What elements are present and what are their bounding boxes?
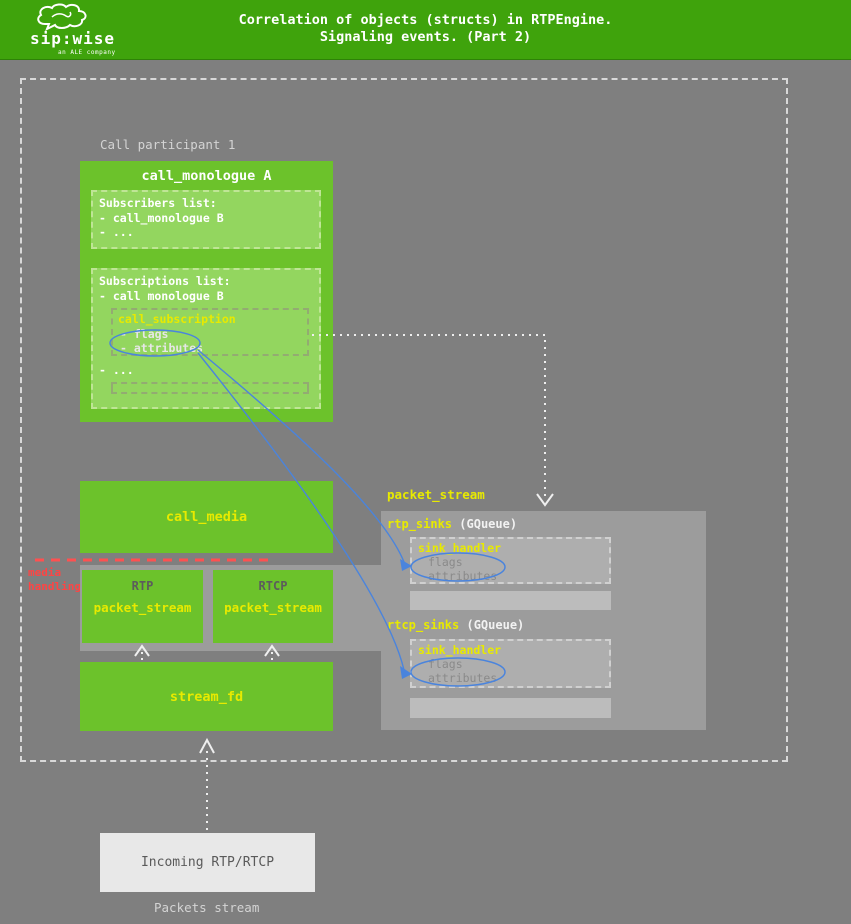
subscriptions-list-box: Subscriptions list: - call monologue B c… bbox=[91, 268, 321, 409]
call-subscription-title: call_subscription bbox=[118, 312, 236, 326]
page-title-line1: Correlation of objects (structs) in RTPE… bbox=[238, 12, 613, 28]
subscription-stub-box bbox=[111, 381, 309, 394]
logo-brand: sip:wise bbox=[30, 29, 116, 48]
call-subscription-box: call_subscription - flags - attributes bbox=[111, 308, 309, 356]
participant-label: Call participant 1 bbox=[100, 137, 236, 152]
call-monologue-title: call_monologue A bbox=[141, 168, 272, 184]
rtcp-packet-stream-box: RTCP packet_stream bbox=[213, 570, 333, 643]
sink-stub-box-rtp bbox=[410, 591, 611, 610]
page-title: Correlation of objects (structs) in RTPE… bbox=[0, 12, 851, 46]
rtp-packet-stream-box: RTP packet_stream bbox=[82, 570, 203, 643]
rtcp-tag: RTCP bbox=[258, 579, 288, 593]
sink-handler-field-attributes: attributes bbox=[428, 671, 498, 685]
incoming-rtp-rtcp-box: Incoming RTP/RTCP bbox=[100, 833, 315, 892]
rtcp-sinks-name: rtcp_sinks bbox=[387, 618, 460, 632]
sink-handler-field-flags: flags bbox=[428, 555, 463, 569]
media-handling-line2: handling bbox=[28, 580, 81, 593]
rtp-sinks-name: rtp_sinks bbox=[387, 517, 453, 531]
packet-stream-panel: rtp_sinks (GQueue) sink_handler flags at… bbox=[381, 511, 706, 730]
logo-cloud-icon bbox=[37, 3, 87, 31]
call-media-box: call_media bbox=[80, 481, 333, 553]
subscriptions-more: - ... bbox=[99, 363, 134, 377]
stream-fd-title: stream_fd bbox=[169, 688, 244, 705]
subscriptions-title: Subscriptions list: bbox=[99, 274, 231, 288]
subscribers-item: - ... bbox=[99, 225, 134, 239]
media-handling-label: media handling bbox=[28, 566, 81, 594]
sink-handler-title: sink_handler bbox=[418, 541, 502, 555]
sink-handler-box-rtp: sink_handler flags attributes bbox=[410, 537, 611, 584]
incoming-title: Incoming RTP/RTCP bbox=[140, 855, 275, 870]
call-media-title: call_media bbox=[165, 509, 248, 525]
packets-stream-caption: Packets stream bbox=[154, 900, 260, 915]
diagram-boundary bbox=[20, 78, 788, 762]
sipwise-logo: sip:wise an ALE company bbox=[30, 3, 140, 58]
call-monologue-box: call_monologue A Subscribers list: - cal… bbox=[80, 161, 333, 422]
rtcp-packet-stream-title: packet_stream bbox=[224, 600, 322, 615]
sink-handler-box-rtcp: sink_handler flags attributes bbox=[410, 639, 611, 688]
subscriptions-item: - call monologue B bbox=[99, 288, 224, 303]
rtp-packet-stream-title: packet_stream bbox=[93, 600, 192, 615]
stream-fd-box: stream_fd bbox=[80, 662, 333, 731]
sink-handler-field-attributes: attributes bbox=[428, 569, 498, 583]
sink-handler-title: sink_handler bbox=[418, 643, 502, 657]
packet-stream-panel-label: packet_stream bbox=[387, 487, 485, 502]
subscribers-item: - call_monologue B bbox=[99, 210, 224, 225]
logo-tagline: an ALE company bbox=[58, 49, 116, 56]
rtp-sinks-type: (GQueue) bbox=[459, 517, 518, 531]
subscribers-title: Subscribers list: bbox=[99, 196, 217, 210]
sink-handler-field-flags: flags bbox=[428, 657, 463, 671]
rtcp-sinks-type: (GQueue) bbox=[466, 618, 525, 632]
sink-stub-box-rtcp bbox=[410, 698, 611, 718]
page-title-line2: Signaling events. (Part 2) bbox=[319, 29, 532, 45]
rtcp-sinks-row: rtcp_sinks (GQueue) bbox=[387, 618, 524, 632]
rtp-tag: RTP bbox=[131, 579, 154, 593]
media-handling-line1: media bbox=[28, 566, 62, 579]
call-subscription-field-attributes: - attributes bbox=[120, 341, 204, 355]
header-bar: sip:wise an ALE company Correlation of o… bbox=[0, 0, 851, 60]
call-subscription-field-flags: - flags bbox=[120, 326, 169, 341]
rtp-sinks-row: rtp_sinks (GQueue) bbox=[387, 517, 517, 531]
subscribers-list-box: Subscribers list: - call_monologue B - .… bbox=[91, 190, 321, 249]
